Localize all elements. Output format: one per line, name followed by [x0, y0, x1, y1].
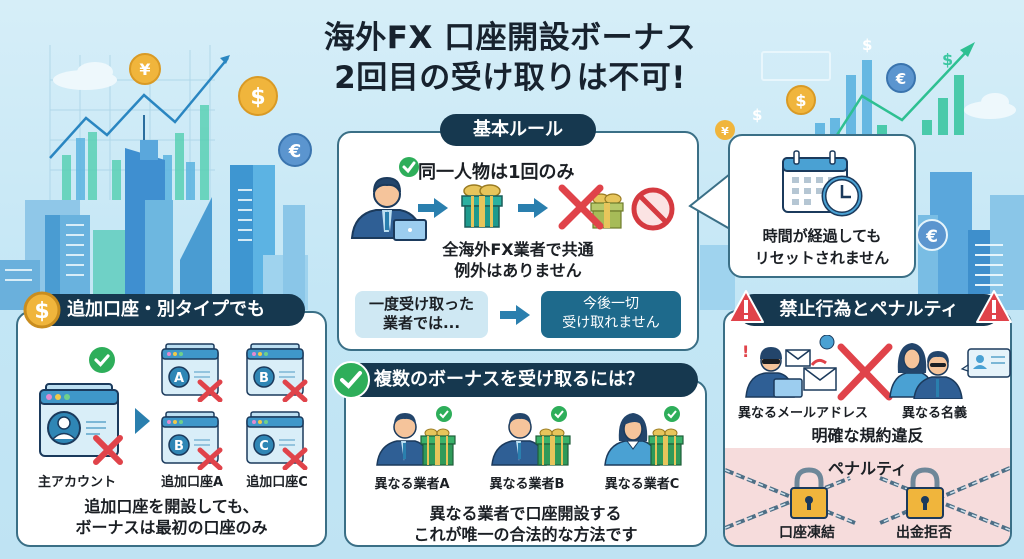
multiple-bonus-header: 複数のボーナスを受け取るには？ [334, 363, 698, 397]
svg-text:€: € [895, 70, 906, 88]
account-window-b2-icon: B [161, 411, 223, 470]
penalty-area [725, 448, 1010, 545]
warning-icon [728, 290, 764, 323]
account-window-a-icon: A [161, 343, 223, 402]
svg-text:$: $ [862, 36, 872, 54]
different-name-label: 異なる名義 [902, 406, 968, 421]
arrow-right-icon [518, 198, 548, 218]
arrow-right-icon [500, 305, 530, 325]
euro-coin-icon: € [886, 63, 916, 93]
euro-coin-icon: € [916, 219, 948, 251]
check-circle-icon [332, 361, 370, 399]
different-names-icon [889, 343, 1011, 399]
additional-account-a-label: 追加口座A [160, 475, 224, 490]
svg-text:$: $ [795, 91, 806, 110]
title-line-1: 海外FX 口座開設ボーナス [323, 20, 697, 56]
gift-box-icon [461, 184, 503, 228]
additional-accounts-header: 追加口座・別タイプでも [27, 294, 305, 326]
never-again-box: 今後一切 受け取れません [541, 291, 681, 338]
euro-coin-icon: € [278, 133, 312, 167]
broker-c-person-gift-icon [604, 406, 684, 466]
page-title: 海外FX 口座開設ボーナス 2回目の受け取りは不可! [290, 18, 730, 98]
main-account-label: 主アカウント [37, 475, 116, 490]
svg-text:B: B [174, 439, 184, 454]
businessman-laptop-icon [350, 176, 427, 241]
title-line-2: 2回目の受け取りは不可! [334, 60, 686, 96]
once-received-box: 一度受け取った 業者では... [355, 291, 488, 338]
penalty-withdrawal-refusal: 出金拒否 [896, 525, 952, 541]
account-window-c-icon: C [246, 411, 308, 470]
time-reset-text: 時間が経過しても リセットされません [754, 227, 890, 267]
warning-icon [976, 290, 1012, 323]
additional-accounts-note: 追加口座を開設しても、 ボーナスは最初の口座のみ [75, 497, 268, 537]
dollar-coin-icon: $ [23, 291, 61, 329]
svg-text:A: A [174, 371, 184, 386]
broker-b-person-gift-icon [491, 406, 571, 466]
basic-rule-subheading: 同一人物は1回のみ [418, 162, 575, 183]
penalty-account-freeze: 口座凍結 [779, 525, 835, 541]
arrow-right-icon [418, 198, 448, 218]
broker-b-label: 異なる業者B [489, 477, 565, 492]
red-x-icon [558, 184, 604, 230]
additional-account-c-label: 追加口座C [246, 475, 308, 490]
hacker-multiple-emails-icon: ! [742, 335, 837, 398]
triangle-right-icon [135, 408, 150, 434]
basic-rule-note: 全海外FX業者で共通 例外はありません [442, 240, 594, 280]
multiple-bonus-note: 異なる業者で口座開設する これが唯一の合法的な方法です [413, 504, 638, 544]
svg-text:$: $ [250, 85, 265, 110]
violation-note: 明確な規約違反 [811, 426, 924, 445]
different-email-label: 異なるメールアドレス [738, 406, 869, 421]
svg-text:C: C [259, 439, 269, 454]
main-account-window-icon [39, 383, 123, 465]
prohibited-icon [631, 187, 675, 231]
chains-and-locks-icon [725, 466, 1010, 532]
prohibited-header: 禁止行為とペナルティ [738, 294, 1000, 326]
svg-text:$: $ [942, 50, 953, 69]
account-window-b-icon: B [246, 343, 308, 402]
yen-coin-icon: ¥ [129, 53, 161, 85]
callout-tail-cover [690, 134, 702, 234]
basic-rule-header: 基本ルール [440, 114, 596, 146]
check-circle-icon [399, 157, 419, 177]
svg-text:!: ! [742, 342, 749, 361]
svg-text:¥: ¥ [139, 60, 150, 79]
broker-a-person-gift-icon [376, 406, 456, 466]
svg-text:B: B [259, 371, 269, 386]
red-x-icon [837, 343, 893, 401]
svg-text:$: $ [752, 106, 762, 124]
penalty-title: ペナルティ [827, 459, 908, 478]
dollar-coin-icon: $ [786, 85, 816, 115]
svg-text:€: € [288, 141, 302, 162]
svg-text:$: $ [34, 299, 49, 324]
broker-c-label: 異なる業者C [604, 477, 680, 492]
check-circle-icon [89, 347, 115, 373]
svg-text:¥: ¥ [721, 125, 729, 138]
calendar-clock-icon [782, 150, 863, 217]
broker-a-label: 異なる業者A [374, 477, 450, 492]
dollar-coin-icon: $ [238, 76, 278, 116]
yen-coin-icon: ¥ [715, 120, 735, 140]
svg-text:€: € [925, 227, 938, 247]
